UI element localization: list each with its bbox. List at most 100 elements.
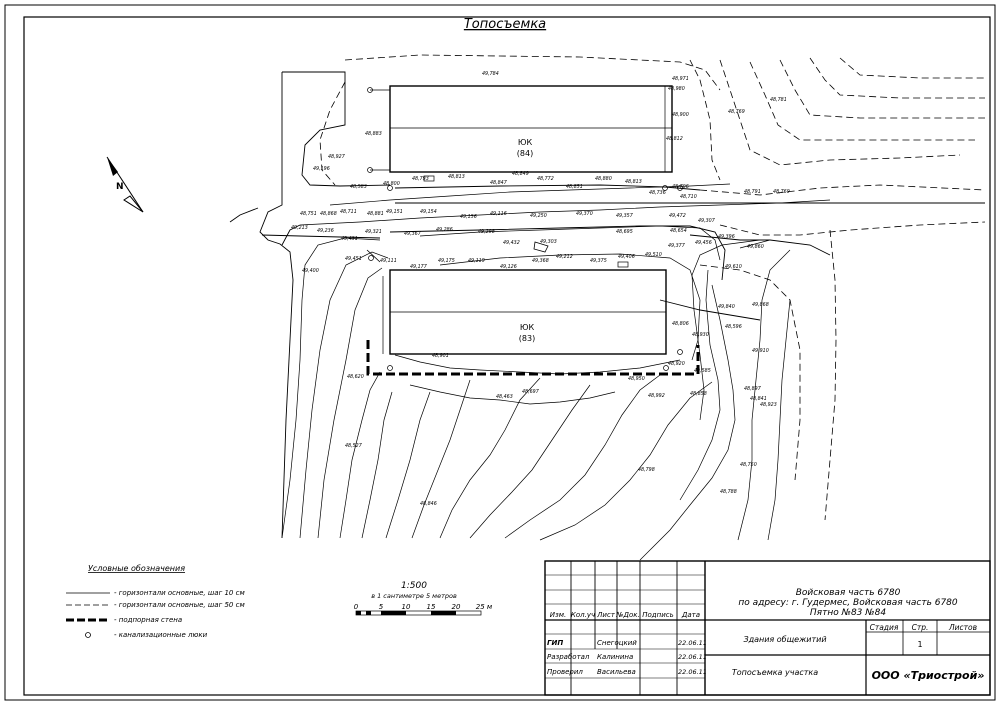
north-label: N — [116, 182, 124, 192]
elevation-mark: 48,463 — [496, 394, 513, 400]
stamp-page-label: Стр. — [912, 623, 929, 632]
elevation-mark: 48,788 — [720, 489, 737, 495]
legend: Условные обозначения - горизонтали основ… — [66, 564, 245, 639]
elevation-mark: 49,396 — [718, 234, 735, 240]
elevation-mark: 48,980 — [668, 86, 685, 92]
contour-lines-major — [319, 54, 986, 521]
elevation-mark: 48,858 — [690, 391, 707, 397]
stamp-sheet-title: Топосъемка участка — [732, 668, 818, 677]
elevation-mark: 48,897 — [744, 386, 761, 392]
elevation-mark: 49,236 — [317, 228, 334, 234]
elevation-mark: 49,370 — [576, 211, 593, 217]
title-block — [544, 560, 991, 696]
elevation-mark: 49,375 — [590, 258, 607, 264]
drawing-title: Топосъемка — [464, 17, 546, 32]
elevation-mark: 49,910 — [752, 348, 769, 354]
elevation-mark: 49,307 — [698, 218, 715, 224]
retaining-wall — [366, 340, 700, 376]
elevation-mark: 49,111 — [380, 258, 397, 264]
elevation-mark: 48,927 — [328, 154, 345, 160]
stamp-role-developer: Разработал — [547, 653, 590, 661]
elevation-mark: 48,791 — [744, 189, 761, 195]
elevation-mark: 49,126 — [500, 264, 517, 270]
elevation-mark: 49,510 — [645, 252, 662, 258]
stamp-project-line1: Войсковая часть 6780 — [796, 588, 901, 598]
stamp-header-signature: Подпись — [642, 611, 674, 619]
site-plan — [229, 54, 986, 561]
elevation-mark: 49,250 — [530, 213, 547, 219]
elevation-mark: 48,920 — [668, 361, 685, 367]
elevation-mark: 49,585 — [694, 368, 711, 374]
elevation-mark: 48,846 — [420, 501, 437, 507]
elevation-mark: 49,298 — [478, 229, 495, 235]
elevation-mark: 48,695 — [616, 229, 633, 235]
scale-tick-25: 25 м — [476, 603, 493, 611]
elevation-mark: 49,212 — [556, 254, 573, 260]
elevation-mark: 49,286 — [436, 227, 453, 233]
elevation-mark: 48,849 — [512, 171, 529, 177]
elevation-mark: 48,781 — [770, 97, 787, 103]
scale-tick-15: 15 — [427, 603, 436, 611]
elevation-mark: 48,769 — [773, 189, 790, 195]
stamp-stage-label: Стадия — [870, 623, 899, 632]
building-83-code: ЮК — [520, 323, 535, 332]
north-arrow-icon: N — [106, 156, 144, 213]
elevation-mark: 49,431 — [341, 236, 358, 242]
elevation-mark: 48,923 — [760, 402, 777, 408]
outer-frame — [4, 4, 996, 701]
elevation-mark: 49,196 — [313, 166, 330, 172]
manhole-icon — [85, 632, 91, 638]
scale-tick-20: 20 — [452, 603, 461, 611]
stamp-name-gip: Снегоцкий — [597, 639, 637, 647]
scale-bar: 1:500 в 1 сантиметре 5 метров 0 5 10 15 … — [354, 581, 493, 616]
stamp-sheets-label: Листов — [948, 623, 977, 632]
building-84-code: ЮК — [518, 138, 533, 147]
elevation-mark: 48,971 — [672, 76, 689, 82]
elevation-mark: 48,527 — [345, 443, 362, 449]
elevation-mark: 48,847 — [490, 180, 507, 186]
elevation-mark: 48,841 — [750, 396, 767, 402]
elevation-mark: 48,806 — [672, 321, 689, 327]
elevation-mark: 48,772 — [537, 176, 554, 182]
elevation-mark: 49,472 — [669, 213, 686, 219]
elevation-mark: 48,769 — [728, 109, 745, 115]
scale-ratio: 1:500 — [401, 581, 427, 591]
stamp-project-line3: Пятно №83 №84 — [810, 608, 886, 618]
stamp-name-developer: Калинина — [597, 653, 633, 661]
stamp-object: Здания общежитий — [743, 635, 826, 644]
elevation-mark: 48,800 — [383, 181, 400, 187]
elevation-mark: 48,881 — [367, 211, 384, 217]
elevation-mark: 49,321 — [365, 229, 382, 235]
elevation-mark: 48,751 — [300, 211, 317, 217]
elevation-mark: 48,883 — [365, 131, 382, 137]
elevation-mark: 48,992 — [648, 393, 665, 399]
elevation-mark: 48,750 — [740, 462, 757, 468]
elevation-mark: 48,813 — [625, 179, 642, 185]
elevation-mark: 49,367 — [404, 231, 421, 237]
stamp-role-gip: ГИП — [547, 639, 563, 647]
elevation-mark: 49,840 — [718, 304, 735, 310]
stamp-header-doc: №Док. — [615, 611, 640, 619]
legend-item-contour-50: - горизонтали основные, шаг 50 см — [114, 601, 245, 609]
scale-note: в 1 сантиметре 5 метров — [371, 592, 457, 600]
elevation-mark: 49,784 — [482, 71, 499, 77]
stamp-name-checker: Васильева — [597, 668, 636, 676]
road-edges — [229, 71, 985, 539]
elevation-mark: 49,177 — [410, 264, 427, 270]
elevation-mark: 48,798 — [638, 467, 655, 473]
elevation-mark: 48,812 — [666, 136, 683, 142]
stamp-role-checker: Проверил — [547, 668, 583, 676]
building-84 — [367, 85, 683, 191]
elevation-mark: 49,116 — [490, 211, 507, 217]
elevation-mark: 49,151 — [386, 209, 403, 215]
stamp-header-list: Лист — [596, 611, 616, 619]
elevation-mark: 49,868 — [752, 302, 769, 308]
elevation-mark: 48,654 — [670, 228, 687, 234]
stamp-date-checker: 22.06.11 — [678, 668, 707, 676]
elevation-mark: 48,620 — [347, 374, 364, 380]
elevation-mark: 48,851 — [566, 184, 583, 190]
elevation-mark: 49,860 — [747, 244, 764, 250]
stamp-project-line2: по адресу: г. Гудермес, Войсковая часть … — [738, 598, 958, 608]
stamp-header-date: Дата — [681, 611, 700, 619]
